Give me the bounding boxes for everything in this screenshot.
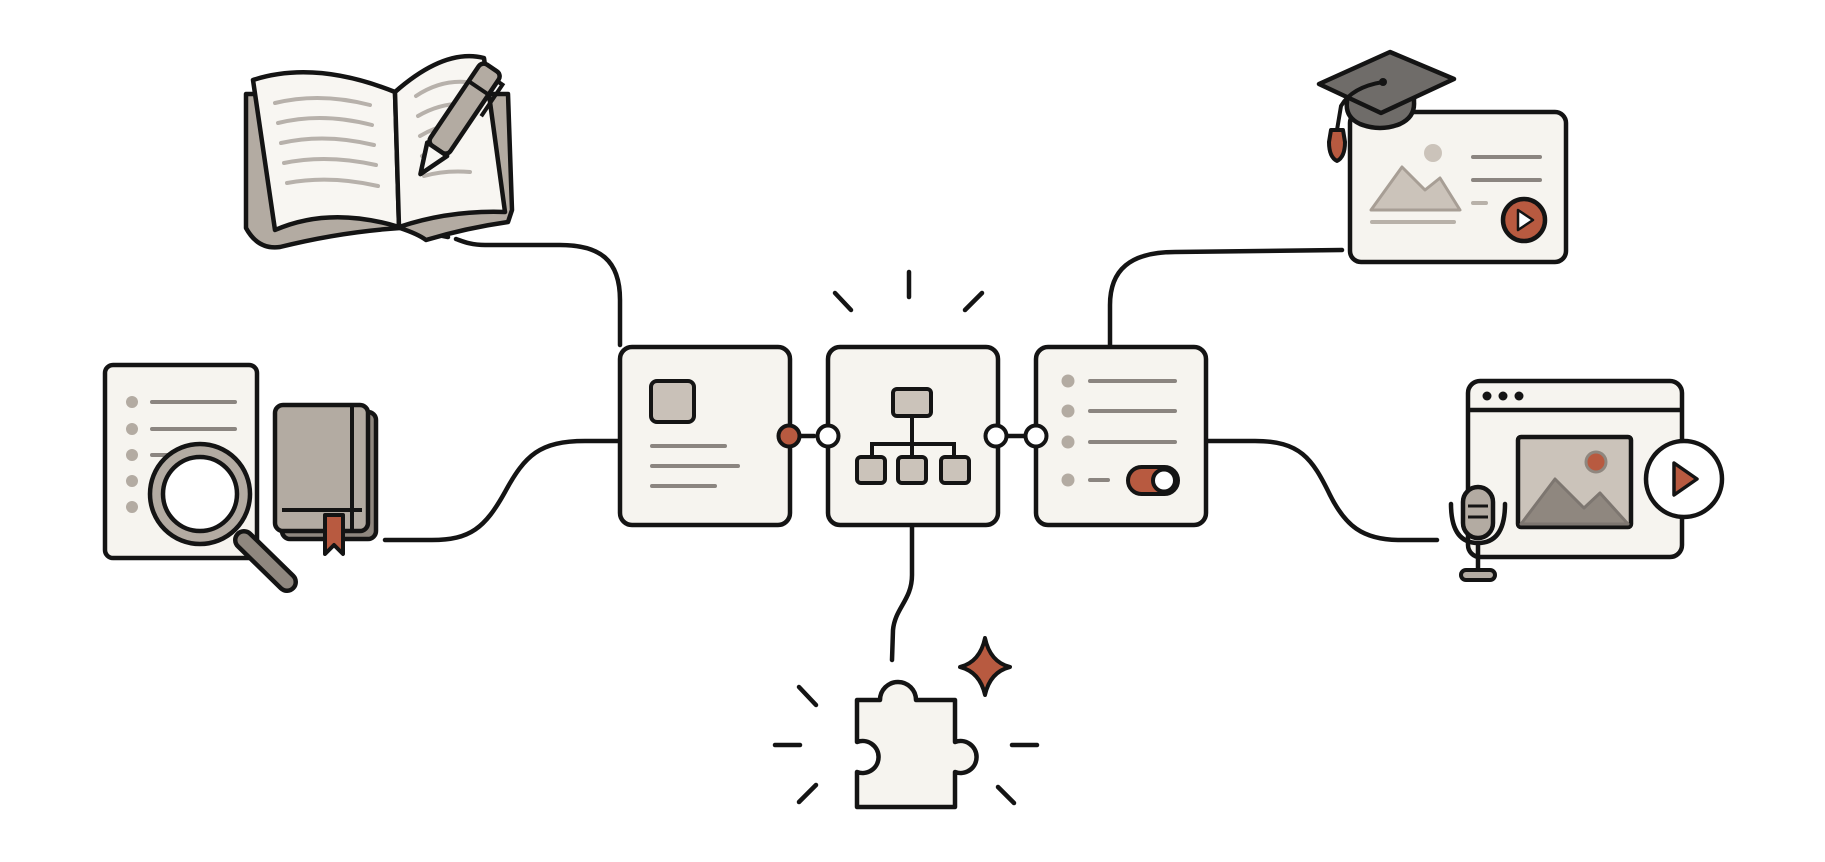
sparkle-icon — [958, 636, 1012, 697]
image-placeholder-icon — [649, 379, 696, 424]
hierarchy-icon — [855, 387, 971, 485]
magnifier-icon — [147, 441, 298, 593]
hub-card-structure[interactable] — [825, 344, 1001, 528]
hub-card-content[interactable] — [617, 344, 793, 528]
connector-structure-to-puzzle — [889, 522, 915, 663]
connector-joints — [776, 423, 1049, 449]
window-dot — [1514, 391, 1524, 401]
joint-dot — [1023, 423, 1049, 449]
toggle-switch-icon[interactable] — [1126, 465, 1180, 496]
browser-video-microphone-icon[interactable] — [1448, 378, 1725, 582]
bullet — [1061, 404, 1075, 418]
play-button-icon[interactable] — [1500, 196, 1548, 244]
bullet — [1061, 374, 1075, 388]
book-icon — [272, 402, 379, 556]
bullet — [1061, 435, 1075, 449]
puzzle-piece-sparkle-icon[interactable] — [772, 636, 1040, 810]
connector-research-to-content — [382, 438, 623, 543]
microphone-icon — [1448, 484, 1508, 582]
puzzle-burst — [772, 684, 1040, 806]
open-book-pen-icon[interactable] — [243, 53, 515, 250]
joint-dot-accent — [776, 423, 802, 449]
connector-settings-to-course — [1107, 247, 1345, 348]
hub-card-settings[interactable] — [1033, 344, 1209, 528]
highlight-burst — [832, 269, 985, 313]
joint-dot — [983, 423, 1009, 449]
joint-dot — [815, 423, 841, 449]
document-magnifier-book-icon[interactable] — [102, 362, 379, 593]
connectors — [382, 229, 1440, 663]
window-dot — [1482, 391, 1492, 401]
window-dot — [1498, 391, 1508, 401]
connector-settings-to-media — [1202, 438, 1440, 543]
video-thumbnail-icon — [1515, 434, 1634, 530]
bullet — [1061, 473, 1075, 487]
connector-notebook-to-content — [453, 236, 623, 348]
mountain-icon — [1369, 165, 1462, 212]
image-sun — [1424, 144, 1442, 162]
play-button-icon[interactable] — [1643, 438, 1725, 520]
graduation-cap-media-card-icon[interactable] — [1316, 49, 1569, 265]
pen-icon — [418, 61, 506, 177]
graduation-cap-icon — [1316, 49, 1457, 163]
